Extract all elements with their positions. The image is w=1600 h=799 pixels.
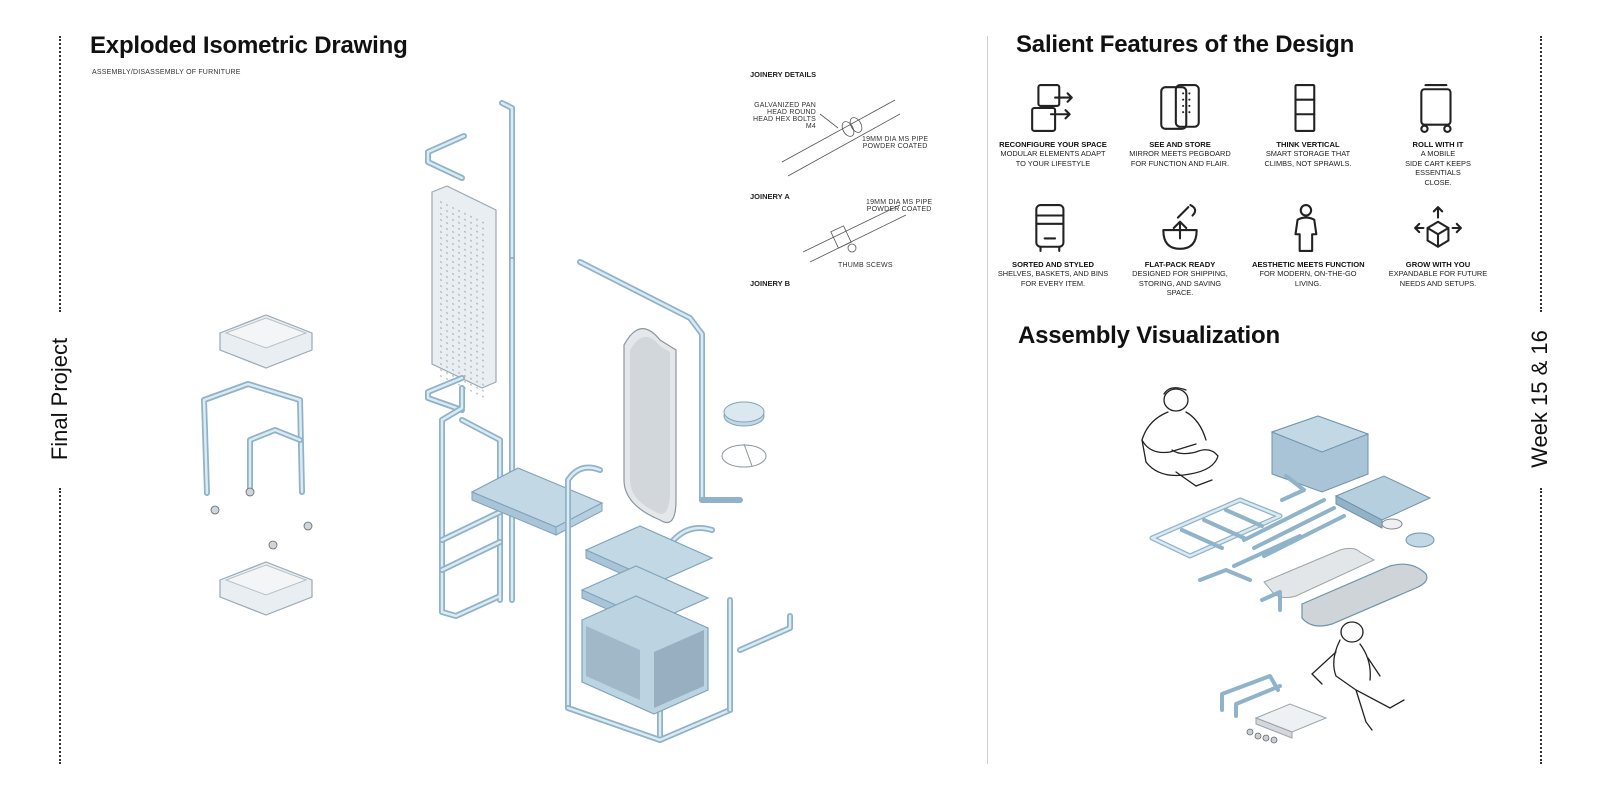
packed-panels bbox=[1270, 415, 1435, 548]
cart-icon bbox=[1382, 83, 1494, 137]
feature-title: THINK VERTICAL bbox=[1276, 140, 1340, 149]
bolts-note: GALVANIZED PAN HEAD ROUND HEAD HEX BOLTS… bbox=[753, 102, 816, 130]
feature-title: GROW WITH YOU bbox=[1405, 260, 1471, 269]
joinery-header: JOINERY DETAILS bbox=[750, 70, 817, 79]
feature-description-line: A MOBILE bbox=[1420, 149, 1456, 158]
feature-description-line: SPACE. bbox=[1166, 288, 1194, 297]
feature-description-line: SHELVES, BASKETS, AND BINS bbox=[997, 269, 1109, 278]
feature-description-line: NEEDS AND SETUPS. bbox=[1399, 278, 1477, 288]
right-rail-top bbox=[1540, 36, 1542, 312]
feature-title: RECONFIGURE YOUR SPACE bbox=[999, 140, 1107, 149]
seated-person-figure bbox=[1141, 387, 1219, 487]
left-side-label: Final Project bbox=[47, 337, 72, 461]
feature-title: ROLL WITH IT bbox=[1412, 140, 1464, 149]
feature-description-line: TO YOUR LIFESTYLE bbox=[1015, 158, 1091, 168]
feature-description-line: EXPANDABLE FOR FUTURE bbox=[1388, 269, 1488, 278]
joinery-a-label: JOINERY A bbox=[750, 192, 790, 201]
cart-parts-bottom bbox=[1220, 674, 1328, 744]
feature-description-line: DESIGNED FOR SHIPPING, bbox=[1132, 269, 1228, 278]
left-title: Exploded Isometric Drawing bbox=[90, 32, 408, 59]
left-rail-bottom bbox=[59, 488, 61, 764]
mirror-pegboard-icon bbox=[1124, 83, 1236, 137]
top-rail-exploded bbox=[577, 259, 743, 503]
shelving-unit-exploded bbox=[565, 464, 793, 743]
feature-title: AESTHETIC MEETS FUNCTION bbox=[1252, 260, 1365, 269]
center-divider bbox=[987, 36, 988, 764]
feature-description-line: CLIMBS, NOT SPRAWLS. bbox=[1264, 158, 1352, 168]
pipe-note-1: 19MM DIA MS PIPE POWDER COATED bbox=[862, 136, 929, 150]
pegboard-frame-exploded bbox=[425, 100, 515, 619]
right-side-label: Week 15 & 16 bbox=[1527, 330, 1552, 468]
thumb-screw-note: THUMB SCEWS bbox=[838, 262, 893, 269]
round-tray-exploded bbox=[721, 401, 767, 468]
joinery-b-label: JOINERY B bbox=[750, 279, 791, 288]
flat-parts bbox=[1149, 474, 1428, 627]
feature-description-line: FOR MODERN, ON-THE-GO bbox=[1259, 269, 1357, 278]
tray-shelf-exploded bbox=[470, 467, 604, 536]
feature-title: FLAT-PACK READY bbox=[1144, 260, 1216, 269]
feature-title: SEE AND STORE bbox=[1149, 140, 1211, 149]
feature-description-line: FOR FUNCTION AND FLAIR. bbox=[1130, 158, 1230, 168]
reconfigure-icon bbox=[997, 83, 1109, 137]
feature-description-line: MODULAR ELEMENTS ADAPT bbox=[1000, 149, 1106, 158]
feature-description-line: LIVING. bbox=[1294, 278, 1322, 288]
person-icon bbox=[1252, 203, 1364, 257]
feature-description-line: FOR EVERY ITEM. bbox=[1020, 278, 1086, 288]
left-rail-top bbox=[59, 36, 61, 312]
vertical-shelf-icon bbox=[1252, 83, 1364, 137]
kneeling-person-figure bbox=[1311, 621, 1405, 731]
feature-description-line: SIDE CART KEEPS ESSENTIALS bbox=[1405, 158, 1471, 178]
expand-icon bbox=[1382, 203, 1494, 257]
joinery-a-sketch bbox=[802, 204, 907, 263]
feature-description-line: STORING, AND SAVING bbox=[1138, 278, 1222, 288]
assembly-title: Assembly Visualization bbox=[1018, 322, 1280, 349]
feature-description-line: CLOSE. bbox=[1424, 177, 1452, 187]
features-title: Salient Features of the Design bbox=[1016, 31, 1355, 58]
feature-title: SORTED AND STYLED bbox=[1012, 260, 1094, 269]
left-subtitle: ASSEMBLY/DISASSEMBLY OF FURNITURE bbox=[92, 69, 241, 76]
feature-description-line: SMART STORAGE THAT bbox=[1265, 149, 1351, 158]
feature-description-line: MIRROR MEETS PEGBOARD bbox=[1129, 149, 1231, 158]
pipe-note-2: 19MM DIA MS PIPE POWDER COATED bbox=[866, 199, 933, 213]
mirror-exploded bbox=[623, 328, 677, 524]
flat-pack-icon bbox=[1124, 203, 1236, 257]
right-rail-bottom bbox=[1540, 488, 1542, 764]
side-cart-exploded bbox=[201, 314, 313, 616]
storage-unit-icon bbox=[997, 203, 1109, 257]
